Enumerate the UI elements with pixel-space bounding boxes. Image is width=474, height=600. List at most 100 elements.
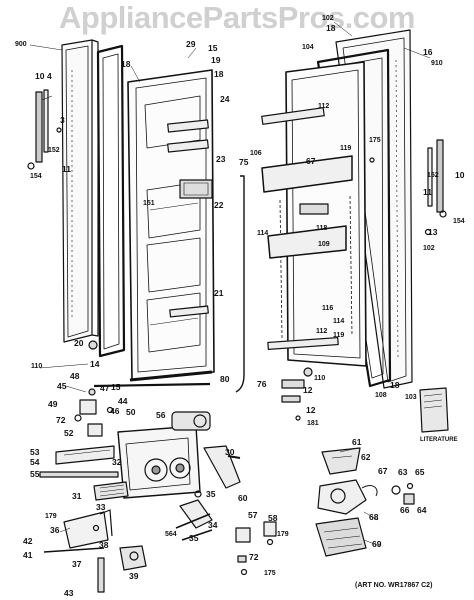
callout-c-20: 20 (74, 338, 84, 348)
right-hinge-parts (369, 139, 447, 236)
callout-c-114b: 114 (333, 318, 344, 325)
freezer-door-outer-panel (61, 39, 99, 343)
callout-c-119b: 119 (333, 332, 344, 339)
callout-c-10b: 10 (455, 170, 465, 180)
callout-c-24: 24 (220, 94, 230, 104)
callout-c-54: 54 (30, 457, 40, 467)
callout-c-900: 900 (15, 41, 27, 48)
callout-c-61: 61 (352, 437, 362, 447)
freezer-door-gasket (96, 44, 126, 358)
dispenser-front-parts (39, 388, 129, 501)
literature-label: LITERATURE (420, 437, 458, 443)
callout-c-35b: 35 (189, 533, 199, 543)
callout-c-4: 4 (47, 71, 52, 81)
ice-chute-parts (315, 447, 415, 557)
callout-c-56: 56 (156, 410, 166, 420)
callout-c-154b: 154 (453, 218, 465, 225)
callout-c-114a: 114 (257, 230, 268, 237)
callout-c-35a: 35 (206, 489, 216, 499)
callout-c-18c: 18 (326, 23, 336, 33)
callout-c-67b: 67 (378, 466, 388, 476)
callout-c-11a: 11 (62, 164, 71, 174)
callout-c-19: 19 (211, 55, 221, 65)
callout-c-72b: 72 (249, 552, 259, 562)
callout-c-58: 58 (268, 513, 278, 523)
callout-c-12b: 12 (306, 405, 316, 415)
callout-c-50: 50 (126, 407, 136, 417)
callout-c-63: 63 (398, 467, 408, 477)
callout-c-13: 13 (428, 227, 438, 237)
freezer-door-liner (127, 69, 215, 381)
fresh-food-door-shelves (261, 107, 353, 351)
callout-c-152b: 152 (427, 172, 439, 179)
callout-c-18a: 18 (121, 59, 131, 69)
callout-c-69: 69 (372, 539, 382, 549)
callout-c-53: 53 (30, 447, 40, 457)
callout-c-47: 47 (100, 383, 110, 393)
callout-c-45: 45 (57, 381, 67, 391)
callout-c-38: 38 (99, 540, 109, 550)
callout-c-37: 37 (72, 559, 82, 569)
callout-c-65: 65 (415, 467, 425, 477)
callout-c-29: 29 (186, 39, 196, 49)
callout-c-33: 33 (96, 502, 106, 512)
callout-c-154a: 154 (30, 173, 42, 180)
callout-c-11b: 11 (423, 187, 432, 197)
callout-c-18d: 18 (390, 380, 400, 390)
dispenser-housing (117, 425, 201, 499)
callout-c-60: 60 (238, 493, 248, 503)
callout-c-43: 43 (64, 588, 74, 598)
bottom-door-hardware (88, 340, 313, 421)
callout-c-30: 30 (225, 447, 235, 457)
callout-c-910: 910 (431, 60, 443, 67)
callout-c-80: 80 (220, 374, 230, 384)
callout-c-57: 57 (248, 510, 258, 520)
callout-c-49: 49 (48, 399, 58, 409)
callout-c-76: 76 (257, 379, 267, 389)
callout-c-104: 104 (302, 44, 314, 51)
callout-c-44: 44 (118, 396, 128, 406)
callout-c-181: 181 (307, 420, 319, 427)
callout-c-46: 46 (110, 406, 120, 416)
lower-bracket-parts (43, 509, 147, 593)
callout-c-175a: 175 (264, 570, 276, 577)
callout-c-55: 55 (30, 469, 40, 479)
callout-c-15b: 15 (111, 382, 121, 392)
dispenser-motor (171, 411, 211, 431)
callout-c-564: 564 (165, 531, 177, 538)
callout-c-112b: 112 (316, 328, 327, 335)
callout-c-64: 64 (417, 505, 427, 515)
callout-c-116: 116 (322, 305, 333, 312)
callout-c-152a: 152 (48, 147, 60, 154)
freezer-door-shelf-bars (129, 119, 213, 382)
callout-c-48: 48 (70, 371, 80, 381)
callout-c-39: 39 (129, 571, 139, 581)
callout-c-23: 23 (216, 154, 226, 164)
callout-c-106: 106 (250, 150, 262, 157)
callout-c-22: 22 (214, 200, 224, 210)
callout-c-62: 62 (361, 452, 371, 462)
callout-c-34: 34 (208, 520, 218, 530)
callout-c-14: 14 (90, 359, 100, 369)
door-rod (235, 175, 245, 393)
callout-c-119a: 119 (340, 145, 351, 152)
callout-c-66: 66 (400, 505, 410, 515)
callout-leader-lines (29, 21, 431, 547)
watermark: AppliancePartsPros.com (59, 0, 415, 35)
callout-c-3: 3 (60, 115, 65, 125)
left-hinge-parts (27, 89, 62, 170)
literature-booklet (419, 387, 449, 433)
callout-c-109: 109 (318, 241, 330, 248)
callout-c-68: 68 (369, 512, 379, 522)
callout-c-10a: 10 (35, 71, 45, 81)
callout-c-118: 118 (316, 225, 327, 232)
callout-c-42: 42 (23, 536, 33, 546)
callout-c-179a: 179 (45, 513, 57, 520)
callout-c-103: 103 (405, 394, 417, 401)
callout-c-151: 151 (143, 200, 155, 207)
callout-c-72a: 72 (56, 415, 66, 425)
callout-c-75: 75 (239, 157, 249, 167)
callout-c-175b: 175 (369, 137, 381, 144)
callout-c-41: 41 (23, 550, 33, 560)
